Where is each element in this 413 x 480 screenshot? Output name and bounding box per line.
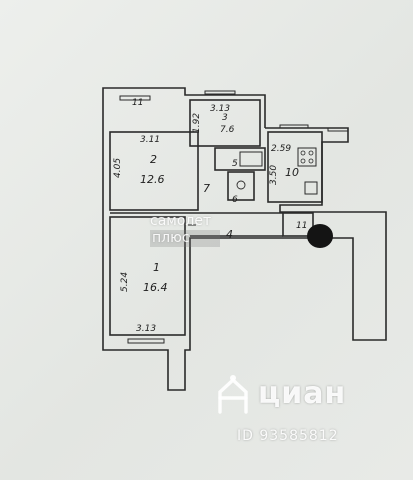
wc-fixture	[236, 180, 246, 190]
samolet-plus-watermark: самолет плюс	[150, 213, 220, 247]
kitchen-number: 10	[285, 166, 299, 179]
cian-logo-icon	[218, 375, 248, 414]
tub-fixture	[239, 151, 263, 167]
outer-wall	[102, 87, 266, 128]
hall-number: 4	[226, 228, 233, 241]
storage-walls	[282, 212, 314, 237]
sink-fixture	[304, 181, 318, 195]
room1-walls	[109, 216, 186, 336]
toilet6-walls	[227, 171, 255, 201]
kitchen-walls	[267, 131, 323, 203]
room6-number: 6	[232, 195, 238, 205]
kitchen-outline	[102, 116, 387, 391]
room3-number: 3	[222, 113, 228, 123]
window-right	[327, 127, 349, 132]
room2-area: 12.6	[140, 173, 165, 186]
storage-number: 11	[296, 221, 307, 231]
room2-walls	[109, 131, 199, 211]
dim-room1-height: 5.24	[120, 272, 130, 292]
room1-number: 1	[153, 261, 160, 274]
room1-area: 16.4	[143, 281, 168, 294]
dim-room3-width: 3.13	[210, 104, 230, 114]
dim-balcony-top: 11	[132, 98, 143, 108]
room7-number: 7	[203, 182, 210, 195]
dim-kitchen-height: 3.50	[269, 165, 279, 185]
listing-id: ID 93585812	[237, 428, 339, 444]
window-kitchen	[279, 124, 309, 129]
ink-smudge	[307, 224, 333, 248]
cian-brand: циан	[258, 376, 347, 411]
cian-watermark: циан ID 93585812	[212, 368, 382, 448]
window-room3	[204, 90, 236, 95]
stove-fixture	[297, 147, 317, 167]
window-top	[119, 95, 151, 101]
dim-room1-width: 3.13	[136, 324, 156, 334]
watermark-line1: самолет	[150, 213, 212, 229]
room2-number: 2	[150, 153, 157, 166]
dim-room3-side: 1.92	[192, 113, 202, 133]
room3-walls	[189, 99, 261, 147]
dim-room2-height: 4.05	[113, 158, 123, 178]
bathroom5-walls	[214, 147, 266, 171]
dim-kitchen-width: 2.59	[271, 144, 291, 154]
room3-area: 7.6	[220, 125, 235, 135]
window-bottom	[127, 338, 165, 344]
room5-number: 5	[232, 159, 238, 169]
dim-room2-width: 3.11	[140, 135, 160, 145]
watermark-line2: плюс	[150, 230, 220, 247]
